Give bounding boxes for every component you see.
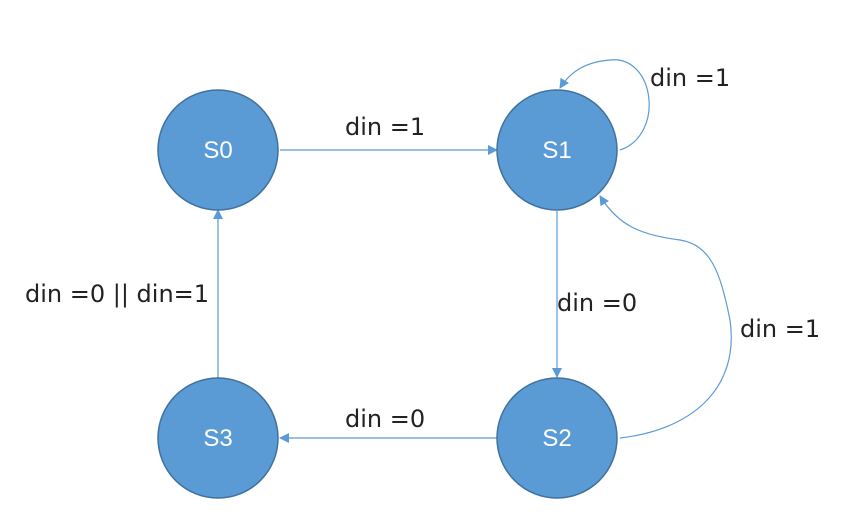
edge-s1-self-loop [559,59,650,151]
edge-s2-to-s1 [599,195,732,439]
label-s0-to-s1: din =1 [345,113,425,141]
state-s3-label: S3 [203,425,232,452]
state-s2: S2 [496,377,618,499]
label-s2-to-s1: din =1 [740,315,820,343]
label-s1-self: din =1 [650,64,730,92]
state-s0: S0 [157,89,279,211]
state-s3: S3 [157,377,279,499]
state-s2-label: S2 [542,425,571,452]
state-s1: S1 [496,89,618,211]
label-s3-to-s0: din =0 || din=1 [25,280,209,308]
state-s1-label: S1 [542,137,571,164]
state-s0-label: S0 [203,137,232,164]
label-s2-to-s3: din =0 [345,405,425,433]
label-s1-to-s2: din =0 [557,289,637,317]
